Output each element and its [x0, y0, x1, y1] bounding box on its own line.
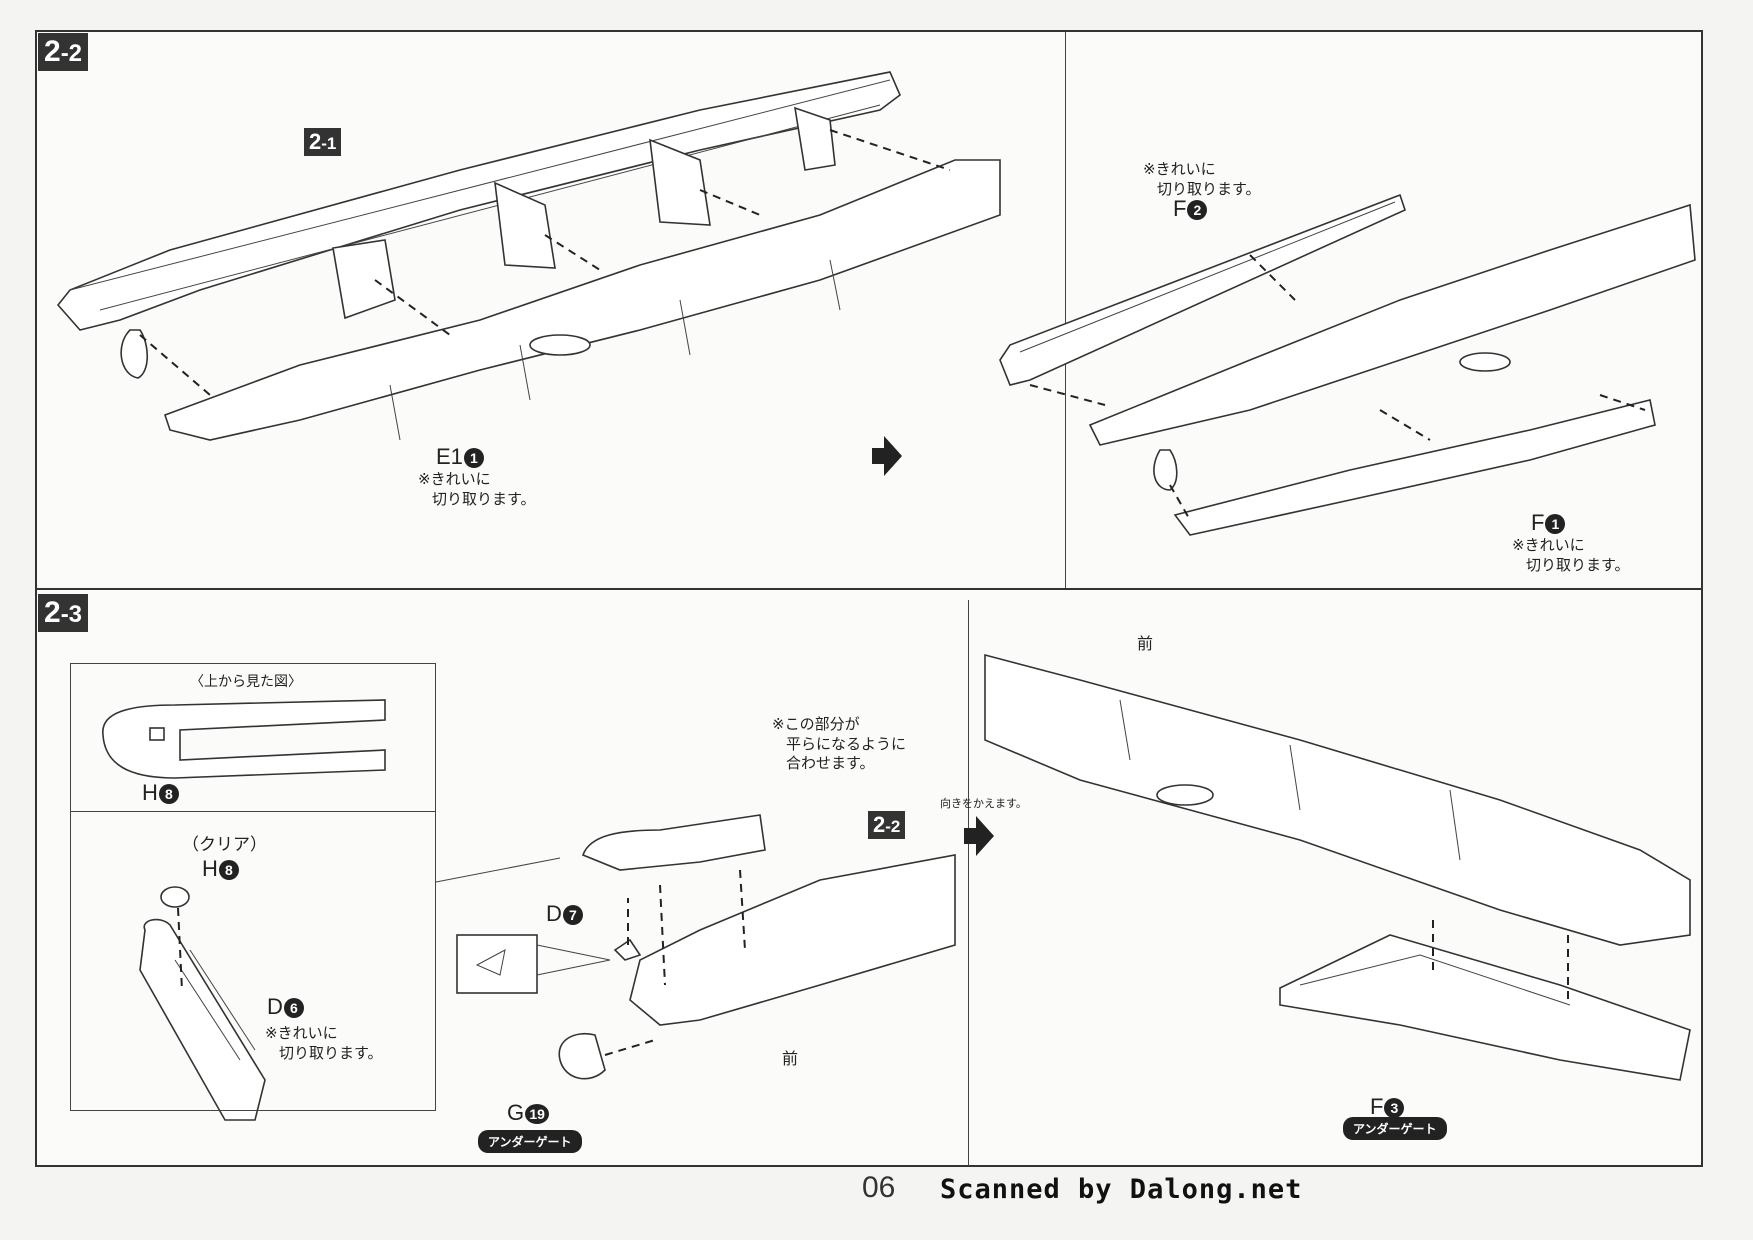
ref-badge-2-1: 2-1: [304, 128, 342, 156]
under-gate-badge-g19: アンダーゲート: [478, 1130, 582, 1153]
note-clean-cut-f1: ※きれいに 切り取ります。: [1512, 537, 1630, 574]
step-badge-2-3: 2-3: [38, 594, 89, 632]
flow-arrow-top: [872, 436, 902, 476]
note-turn-around: 向きをかえます。: [940, 798, 1027, 810]
note-flat-alignment: ※この部分が 平らになるように 合わせます。: [772, 716, 907, 772]
scan-credit: Scanned by Dalong.net: [940, 1174, 1303, 1205]
panel-separator-top: [1065, 32, 1066, 588]
section-divider: [35, 588, 1703, 590]
flow-arrow-bottom: [964, 816, 994, 856]
ref-badge-2-2: 2-2: [868, 811, 906, 839]
inset-detail-box: [70, 663, 436, 1111]
panel-separator-bottom: [968, 600, 969, 1166]
inset-divider: [70, 811, 436, 812]
front-direction-label-right: 前: [1137, 636, 1154, 653]
front-direction-label-bottom: 前: [782, 1051, 799, 1068]
page-number: 06: [862, 1171, 896, 1204]
note-clear-part: （クリア）: [182, 835, 267, 854]
under-gate-badge-f3: アンダーゲート: [1343, 1117, 1447, 1140]
step-badge-2-2: 2-2: [38, 33, 89, 71]
note-clean-cut-f2: ※きれいに 切り取ります。: [1143, 161, 1261, 198]
inset-view-from-above: 〈上から見た図〉: [190, 673, 302, 689]
note-clean-cut-e1: ※きれいに 切り取ります。: [418, 471, 536, 508]
note-clean-cut-d6: ※きれいに 切り取ります。: [265, 1025, 383, 1062]
